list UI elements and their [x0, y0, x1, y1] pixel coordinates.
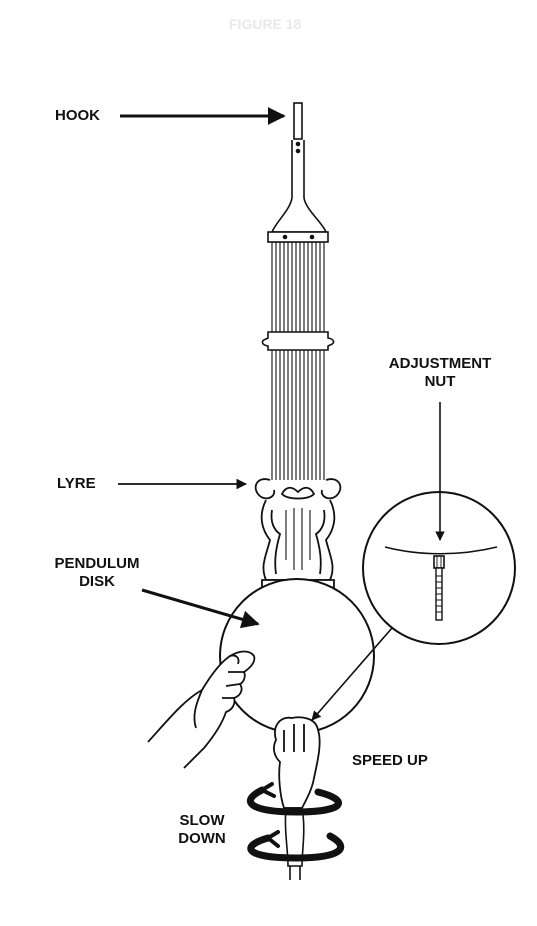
adjustment-nut-label-line1: ADJUSTMENT: [372, 355, 508, 373]
pendulum-disk-label: PENDULUM DISK: [42, 555, 152, 591]
pendulum-disk-label-line2: DISK: [42, 573, 152, 591]
adjustment-nut-label-line2: NUT: [372, 373, 508, 391]
lyre-middle-clamp: [262, 332, 333, 350]
left-hand: [148, 652, 254, 769]
right-hand: [274, 717, 320, 808]
hook-rod: [272, 103, 326, 232]
lyre-top-bar: [268, 232, 328, 242]
adjustment-nut-label: ADJUSTMENT NUT: [372, 355, 508, 391]
lyre-rods: [272, 242, 324, 480]
lyre-label: LYRE: [57, 475, 96, 493]
pendulum-stem: [285, 808, 303, 880]
hook-label: HOOK: [55, 107, 100, 125]
slow-down-label: SLOW DOWN: [164, 812, 240, 848]
pendulum-disk-label-line1: PENDULUM: [42, 555, 152, 573]
speed-up-label: SPEED UP: [352, 752, 428, 770]
slow-down-label-line2: DOWN: [164, 830, 240, 848]
slow-down-label-line1: SLOW: [164, 812, 240, 830]
lyre-ornament: [256, 479, 341, 588]
